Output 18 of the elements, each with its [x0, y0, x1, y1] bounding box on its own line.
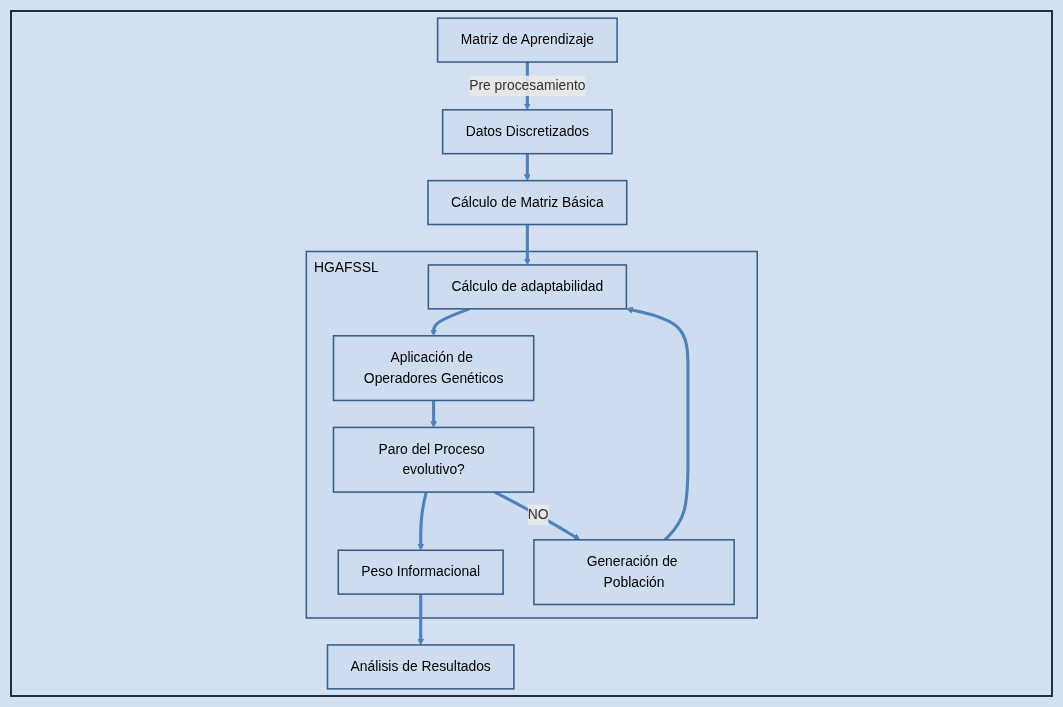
node-box: Matriz de Aprendizaje [436, 17, 618, 63]
node-box: Generación de Población [532, 539, 735, 606]
node-box: Aplicación de Operadores Genéticos [332, 335, 535, 402]
node-box: Análisis de Resultados [326, 644, 515, 690]
arrow [417, 594, 424, 646]
node-box: Cálculo de adaptabilidad [427, 264, 627, 310]
edge-label: Pre procesamiento [468, 77, 586, 94]
arrow [523, 153, 531, 181]
edge-label: NO [527, 506, 549, 523]
arrow [625, 306, 690, 541]
node-box: Paro del Proceso evolutivo? [332, 426, 535, 493]
arrow [417, 491, 428, 551]
arrow [429, 400, 437, 428]
arrow [429, 307, 470, 337]
node-box: Cálculo de Matriz Básica [426, 179, 628, 226]
node-box: Datos Discretizados [441, 109, 613, 155]
node-box: Peso Informacional [337, 549, 504, 595]
arrow [523, 224, 531, 266]
